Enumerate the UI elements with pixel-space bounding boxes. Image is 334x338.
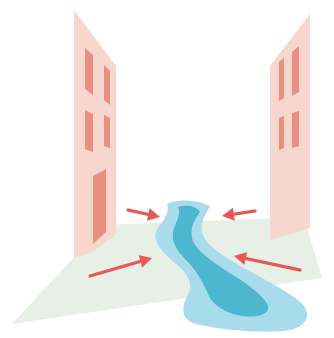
door xyxy=(93,169,106,244)
arrow xyxy=(222,208,255,221)
window xyxy=(279,116,284,150)
arrow xyxy=(128,208,160,221)
window xyxy=(292,111,299,148)
window xyxy=(292,46,299,96)
right-building xyxy=(270,14,310,240)
window xyxy=(104,65,110,105)
window xyxy=(85,48,93,95)
window xyxy=(279,58,284,101)
window xyxy=(85,110,93,152)
window xyxy=(104,115,110,148)
